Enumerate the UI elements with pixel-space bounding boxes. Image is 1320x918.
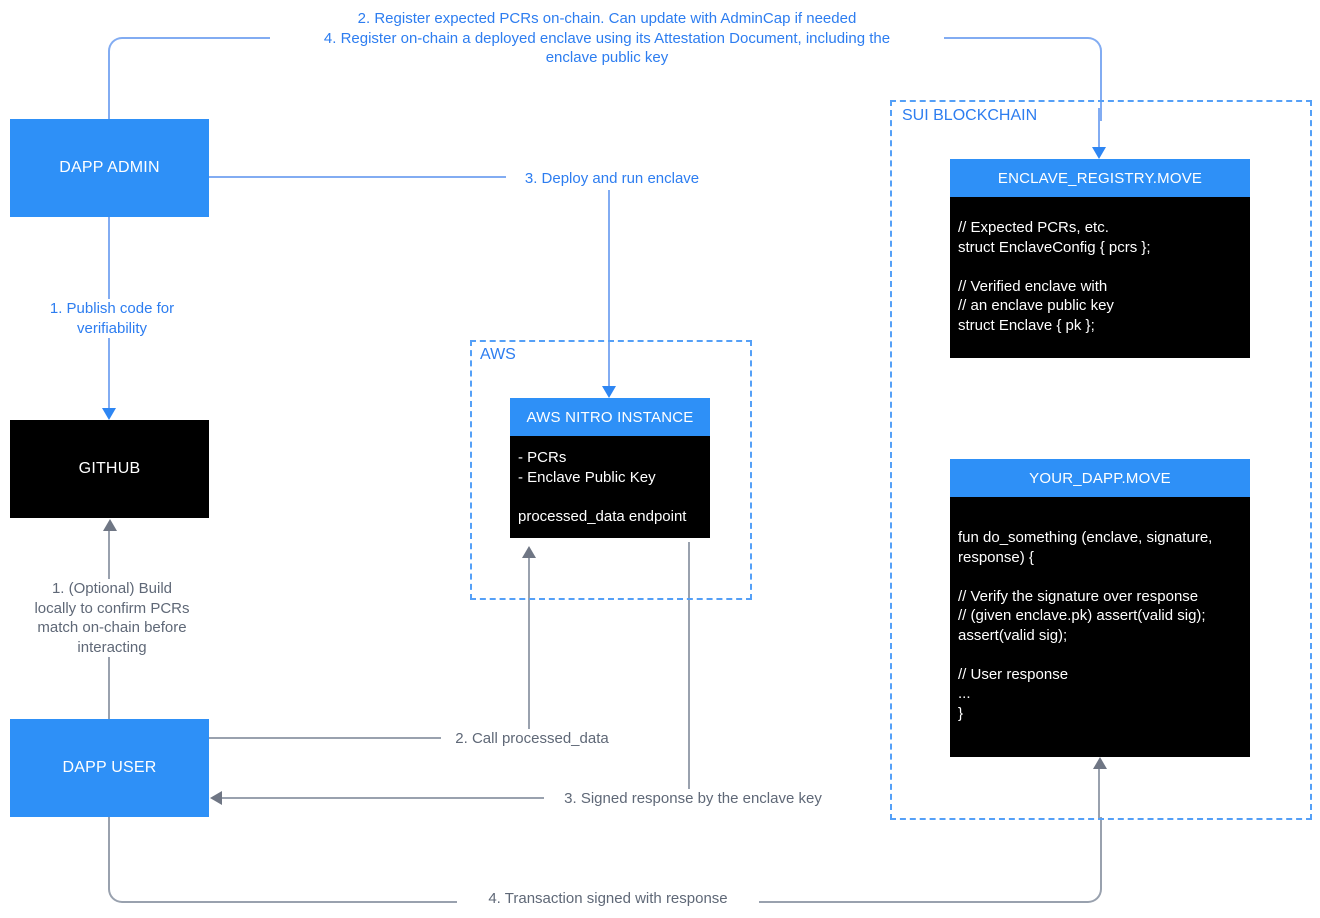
edge-transaction-label: 4. Transaction signed with response — [457, 889, 759, 909]
enclave-registry-title: ENCLAVE_REGISTRY.MOVE — [950, 159, 1250, 197]
edge-deploy-line-vertical — [608, 177, 610, 387]
aws-group-box: AWS — [470, 340, 752, 600]
edge-build-label: 1. (Optional) Build locally to confirm P… — [14, 579, 210, 657]
github-node: GITHUB — [10, 420, 209, 518]
dapp-user-node: DAPP USER — [10, 719, 209, 817]
aws-nitro-instance-title: AWS NITRO INSTANCE — [510, 398, 710, 436]
arrow-down-icon — [602, 386, 616, 398]
sui-blockchain-group-box: SUI BLOCKCHAIN — [890, 100, 1312, 820]
edge-deploy-line-horizontal — [209, 176, 609, 178]
edge-register-line-drop — [1098, 108, 1100, 148]
aws-nitro-instance-body: - PCRs - Enclave Public Key processed_da… — [510, 436, 710, 538]
edge-deploy-label: 3. Deploy and run enclave — [506, 169, 718, 190]
edge-transaction-line-rise — [1098, 769, 1100, 819]
edge-response-label: 3. Signed response by the enclave key — [544, 789, 842, 809]
edge-publish-label: 1. Publish code for verifiability — [27, 299, 197, 338]
arrow-up-icon — [522, 546, 536, 558]
arrow-down-icon — [1092, 147, 1106, 159]
your-dapp-code: fun do_something (enclave, signature, re… — [950, 497, 1250, 757]
edge-call-line-vertical — [528, 558, 530, 738]
sui-blockchain-group-label: SUI BLOCKCHAIN — [902, 107, 1038, 124]
arrow-up-icon — [1093, 757, 1107, 769]
edge-register-label: 2. Register expected PCRs on-chain. Can … — [270, 9, 944, 68]
arrow-down-icon — [102, 408, 116, 420]
enclave-registry-code: // Expected PCRs, etc. struct EnclaveCon… — [950, 197, 1250, 358]
dapp-admin-node: DAPP ADMIN — [10, 119, 209, 217]
aws-nitro-instance-card: AWS NITRO INSTANCE - PCRs - Enclave Publ… — [510, 398, 710, 538]
edge-response-line-horizontal — [222, 797, 690, 799]
your-dapp-card: YOUR_DAPP.MOVE fun do_something (enclave… — [950, 459, 1250, 757]
enclave-registry-card: ENCLAVE_REGISTRY.MOVE // Expected PCRs, … — [950, 159, 1250, 358]
edge-call-line-horizontal — [209, 737, 530, 739]
edge-call-label: 2. Call processed_data — [441, 729, 623, 749]
edge-response-line-vertical — [688, 542, 690, 798]
arrow-left-icon — [210, 791, 222, 805]
aws-group-label: AWS — [480, 346, 516, 363]
arrow-up-icon — [103, 519, 117, 531]
your-dapp-title: YOUR_DAPP.MOVE — [950, 459, 1250, 497]
